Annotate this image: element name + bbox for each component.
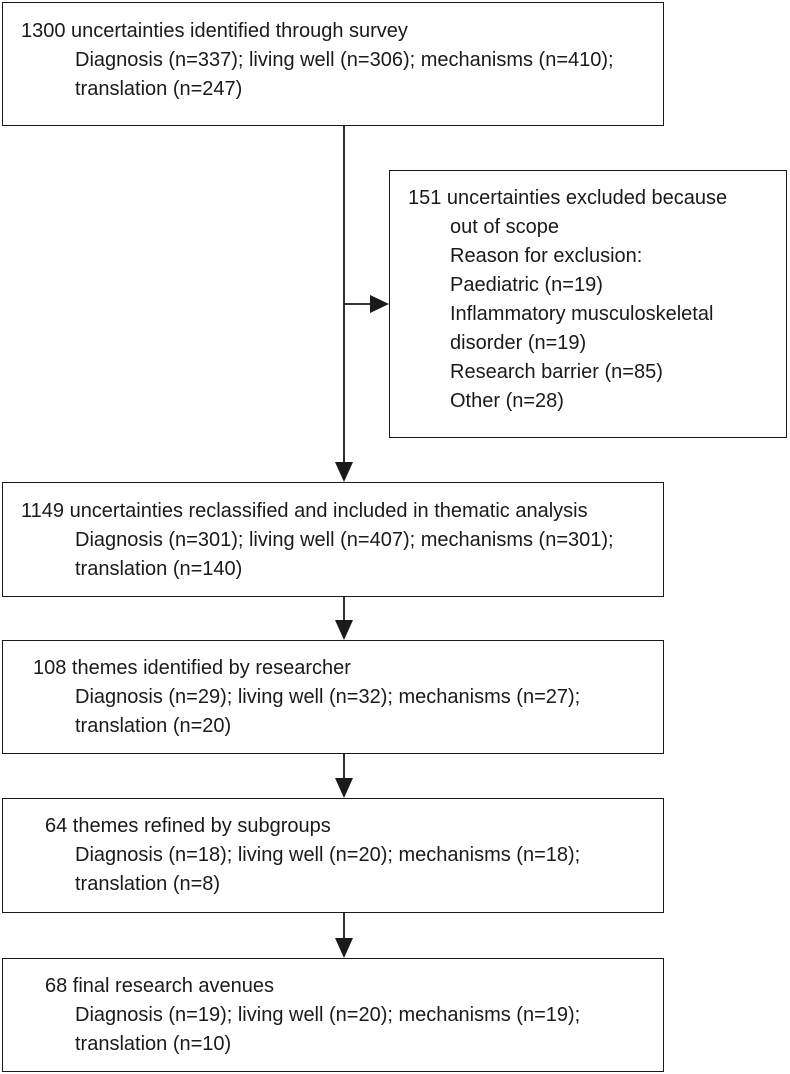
excluded-box-line-4: Inflammatory musculoskeletal — [450, 303, 714, 325]
excluded-box: 151 uncertainties excluded because out o… — [389, 170, 787, 438]
excluded-box-line-5: disorder (n=19) — [450, 332, 587, 354]
reclassified-box: 1149 uncertainties reclassified and incl… — [2, 482, 664, 597]
excluded-box-line-2: Reason for exclusion: — [450, 245, 643, 267]
final-box: 68 final research avenues Diagnosis (n=1… — [2, 958, 664, 1072]
refined-box-title: 64 themes refined by subgroups — [45, 815, 331, 837]
reclassified-box-line-2: translation (n=140) — [75, 558, 243, 580]
themes-box-line-1: Diagnosis (n=29); living well (n=32); me… — [75, 686, 581, 708]
arrowhead-to-excluded — [370, 295, 389, 313]
excluded-box-line-6: Research barrier (n=85) — [450, 361, 663, 383]
refined-box-line-1: Diagnosis (n=18); living well (n=20); me… — [75, 844, 581, 866]
reclassified-box-line-1: Diagnosis (n=301); living well (n=407); … — [75, 529, 614, 551]
survey-box-line-1: Diagnosis (n=337); living well (n=306); … — [75, 49, 614, 71]
refined-box-line-2: translation (n=8) — [75, 873, 221, 895]
refined-box: 64 themes refined by subgroups Diagnosis… — [2, 798, 664, 913]
reclassified-box-title: 1149 uncertainties reclassified and incl… — [21, 500, 588, 522]
arrowhead-refined-to-final — [335, 938, 353, 958]
excluded-box-line-3: Paediatric (n=19) — [450, 274, 603, 296]
survey-box: 1300 uncertainties identified through su… — [2, 2, 664, 126]
themes-box-title: 108 themes identified by researcher — [33, 657, 351, 679]
survey-box-title: 1300 uncertainties identified through su… — [21, 20, 408, 42]
excluded-box-line-1: out of scope — [450, 216, 559, 238]
themes-box-line-2: translation (n=20) — [75, 715, 232, 737]
excluded-box-line-7: Other (n=28) — [450, 390, 564, 412]
final-box-line-1: Diagnosis (n=19); living well (n=20); me… — [75, 1004, 581, 1026]
final-box-line-2: translation (n=10) — [75, 1033, 232, 1055]
arrowhead-survey-to-reclassified — [335, 462, 353, 482]
themes-box: 108 themes identified by researcher Diag… — [2, 640, 664, 754]
excluded-box-title: 151 uncertainties excluded because — [408, 187, 728, 209]
survey-box-line-2: translation (n=247) — [75, 78, 243, 100]
arrowhead-themes-to-refined — [335, 778, 353, 798]
arrowhead-reclassified-to-themes — [335, 620, 353, 640]
final-box-title: 68 final research avenues — [45, 975, 275, 997]
